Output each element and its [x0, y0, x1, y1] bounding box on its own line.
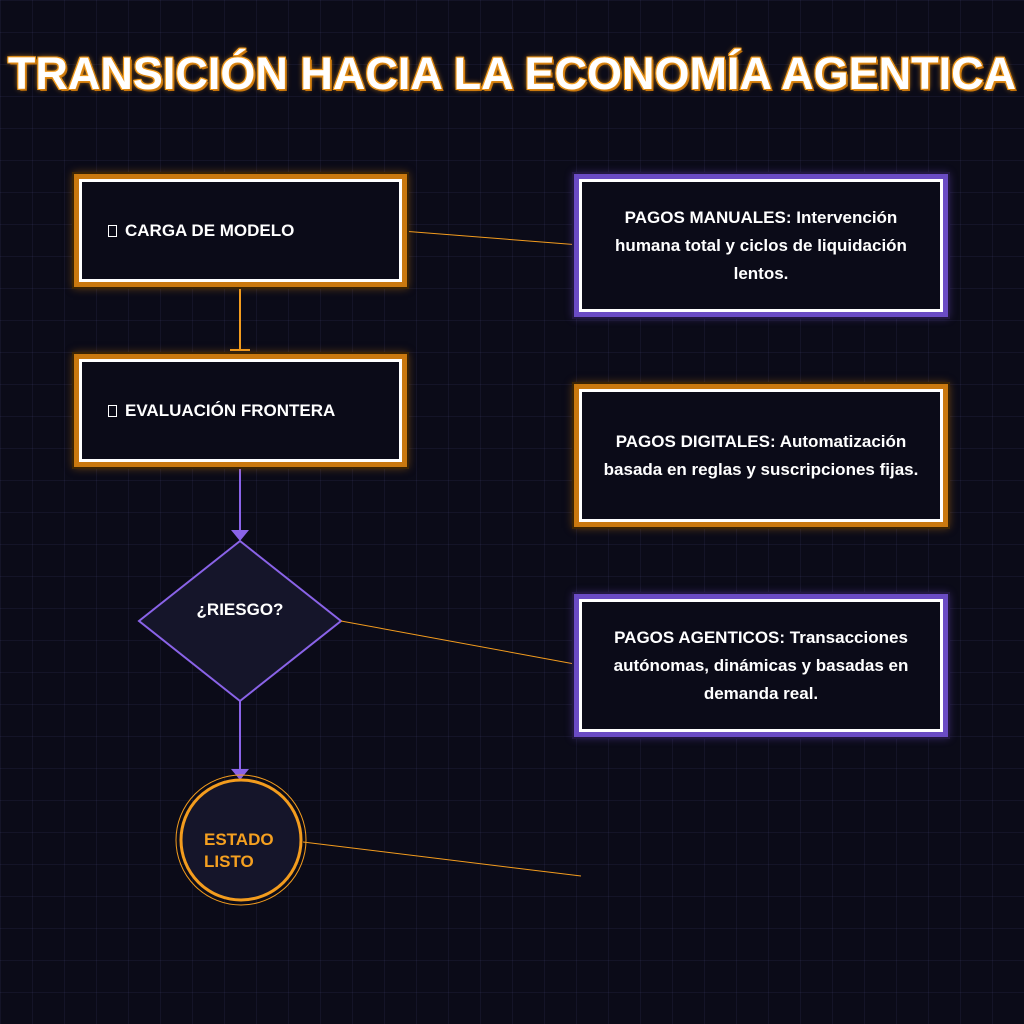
terminal-circle [179, 778, 303, 902]
terminal-label: ESTADO LISTO [190, 829, 294, 873]
terminal-label-line1: ESTADO [204, 830, 274, 849]
note-heading: PAGOS DIGITALES: [615, 431, 776, 451]
arrowhead-terminal [231, 769, 249, 780]
process-label: CARGA DE MODELO [108, 221, 294, 241]
note-heading: PAGOS MANUALES: [624, 207, 792, 227]
terminal-outer-ring [175, 774, 307, 906]
process-label-text: EVALUACIÓN FRONTERA [125, 400, 336, 420]
note-body: Transacciones autónomas, dinámicas y bas… [613, 627, 909, 703]
note-text: PAGOS DIGITALES: Automatización basada e… [596, 428, 926, 484]
note-pagos-digitales: PAGOS DIGITALES: Automatización basada e… [574, 384, 948, 527]
process-label-text: CARGA DE MODELO [125, 220, 295, 240]
arrowhead-decision [231, 530, 249, 541]
terminal-label-line2: LISTO [204, 852, 254, 871]
note-text: PAGOS AGENTICOS: Transacciones autónomas… [596, 624, 926, 708]
process-carga-de-modelo: CARGA DE MODELO [74, 174, 407, 287]
note-text: PAGOS MANUALES: Intervención humana tota… [596, 204, 926, 288]
note-pagos-agenticos: PAGOS AGENTICOS: Transacciones autónomas… [574, 594, 948, 737]
link-step1-note1 [401, 230, 581, 246]
note-pagos-manuales: PAGOS MANUALES: Intervención humana tota… [574, 174, 948, 317]
process-evaluacion-frontera: EVALUACIÓN FRONTERA [74, 354, 407, 467]
note-body: Automatización basada en reglas y suscri… [603, 431, 919, 479]
note-body: Intervención humana total y ciclos de li… [615, 207, 907, 283]
note-heading: PAGOS AGENTICOS: [614, 627, 786, 647]
decision-label: ¿RIESGO? [196, 600, 284, 619]
decision-diamond [137, 539, 343, 703]
unknown-glyph-icon [108, 404, 117, 417]
process-label: EVALUACIÓN FRONTERA [108, 401, 335, 421]
link-terminal-empty [302, 841, 582, 877]
link-decision-note3 [340, 620, 581, 666]
unknown-glyph-icon [108, 224, 117, 237]
diagram-title: TRANSICIÓN HACIA LA ECONOMÍA AGENTICA [7, 47, 1017, 100]
